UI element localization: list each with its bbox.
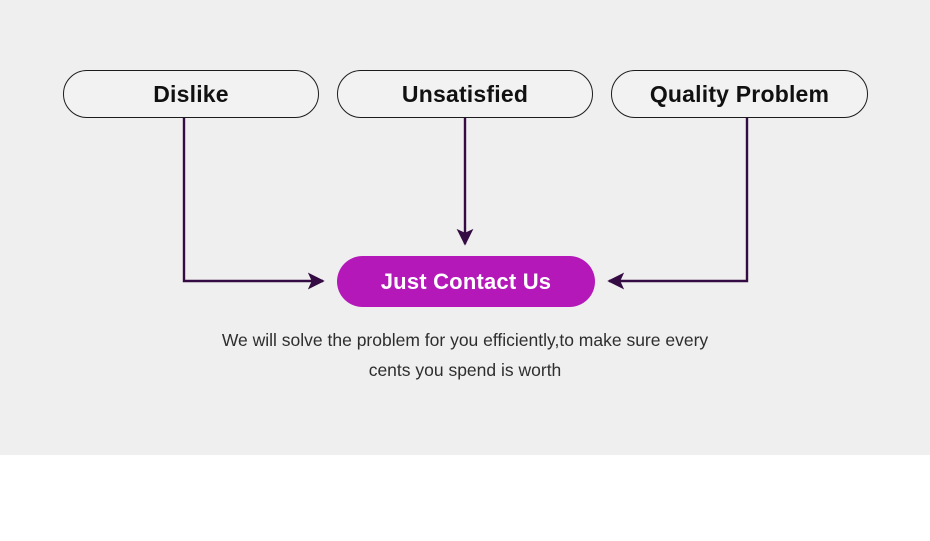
caption-line-2: cents you spend is worth (368, 360, 562, 380)
node-quality-problem[interactable]: Quality Problem (611, 70, 868, 118)
node-unsatisfied[interactable]: Unsatisfied (337, 70, 593, 118)
connector-dislike-to-cta (182, 118, 325, 290)
just-contact-us-label: Just Contact Us (380, 268, 552, 294)
caption-text: We will solve the problem for you effici… (155, 325, 775, 385)
just-contact-us-button[interactable]: Just Contact Us (337, 256, 595, 307)
connector-layer (182, 118, 749, 290)
node-unsatisfied-label: Unsatisfied (401, 80, 529, 107)
node-dislike[interactable]: Dislike (63, 70, 319, 118)
node-dislike-label: Dislike (153, 80, 229, 107)
caption-line-1: We will solve the problem for you effici… (221, 330, 709, 350)
connector-quality-to-cta (607, 118, 749, 290)
node-quality-problem-label: Quality Problem (649, 80, 830, 107)
